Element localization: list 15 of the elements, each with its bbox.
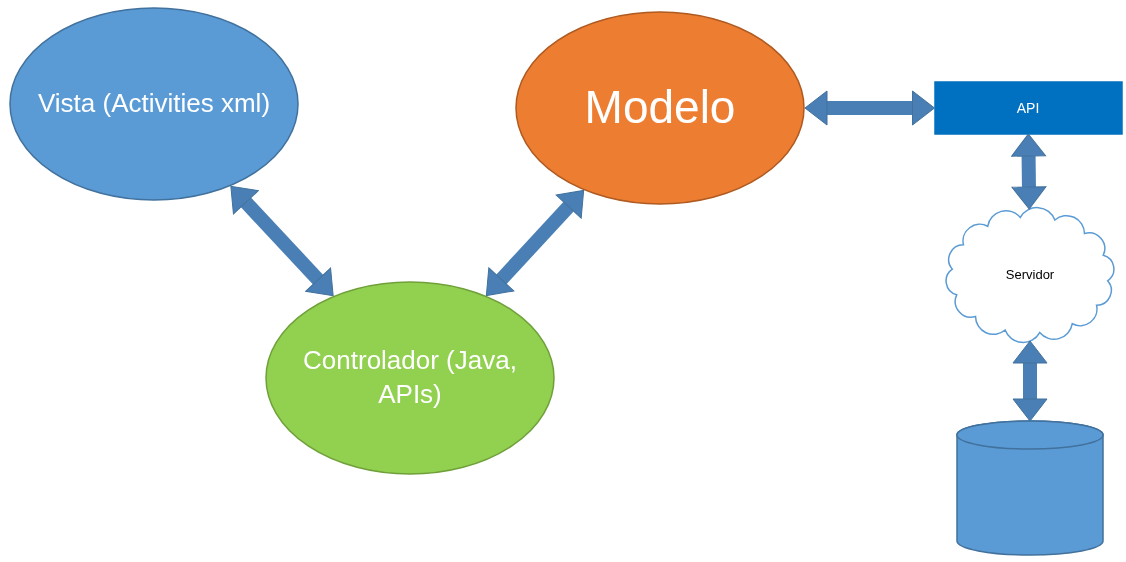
node-label: Servidor — [1005, 266, 1055, 284]
double-arrow — [485, 189, 585, 297]
double-arrow — [1011, 133, 1047, 210]
double-arrow — [230, 185, 334, 297]
ellipse-node — [265, 281, 555, 475]
database-cylinder — [957, 421, 1103, 555]
node-label: Controlador (Java, APIs) — [302, 344, 518, 411]
node-label: API — [1016, 98, 1040, 118]
double-arrow — [804, 90, 935, 126]
double-arrow — [1012, 340, 1048, 422]
node-label: Modelo — [584, 80, 736, 136]
process-box — [934, 82, 1122, 134]
node-label: Vista (Activities xml) — [37, 87, 271, 121]
ellipse-node — [9, 7, 299, 201]
ellipse-node — [515, 11, 805, 205]
